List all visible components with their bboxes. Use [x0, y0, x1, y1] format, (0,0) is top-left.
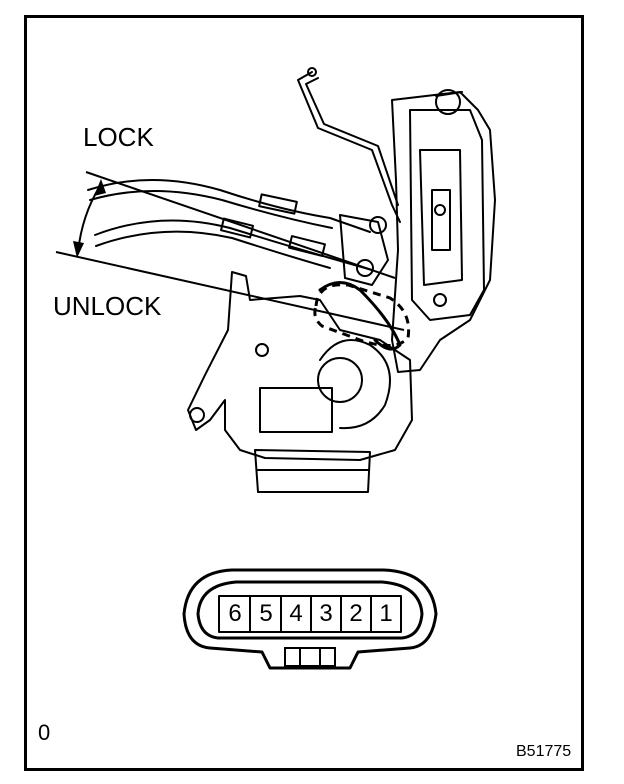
- connector-pin-6: 6: [228, 600, 242, 627]
- connector-housing: [254, 449, 371, 493]
- connector-pin-3: 3: [319, 600, 333, 627]
- connector-pin-4: 4: [289, 600, 303, 627]
- arrow-head-bottom: [73, 241, 84, 258]
- connector-pin-2: 2: [349, 600, 363, 627]
- travel-arrow: [77, 185, 101, 253]
- connector-latch: [284, 647, 336, 667]
- connector-face-inner: [196, 580, 424, 640]
- corner-mark: 0: [38, 720, 51, 745]
- figure-code: B51775: [516, 743, 572, 760]
- control-rod: [297, 71, 401, 223]
- lock-label: LOCK: [83, 122, 154, 152]
- lock-cable: [87, 179, 371, 233]
- unlock-reference-line: [55, 251, 405, 331]
- unlock-label: UNLOCK: [53, 291, 162, 321]
- lock-housing: [391, 91, 496, 373]
- lever-callout: [313, 283, 411, 347]
- lock-reference-line: [85, 171, 396, 279]
- connector-face-outer: [182, 568, 438, 670]
- figure-frame: [24, 15, 584, 771]
- arrow-head-top: [94, 179, 106, 196]
- connector-pin-5: 5: [259, 600, 273, 627]
- connector-pin-1: 1: [379, 600, 393, 627]
- lever-path: [318, 281, 402, 351]
